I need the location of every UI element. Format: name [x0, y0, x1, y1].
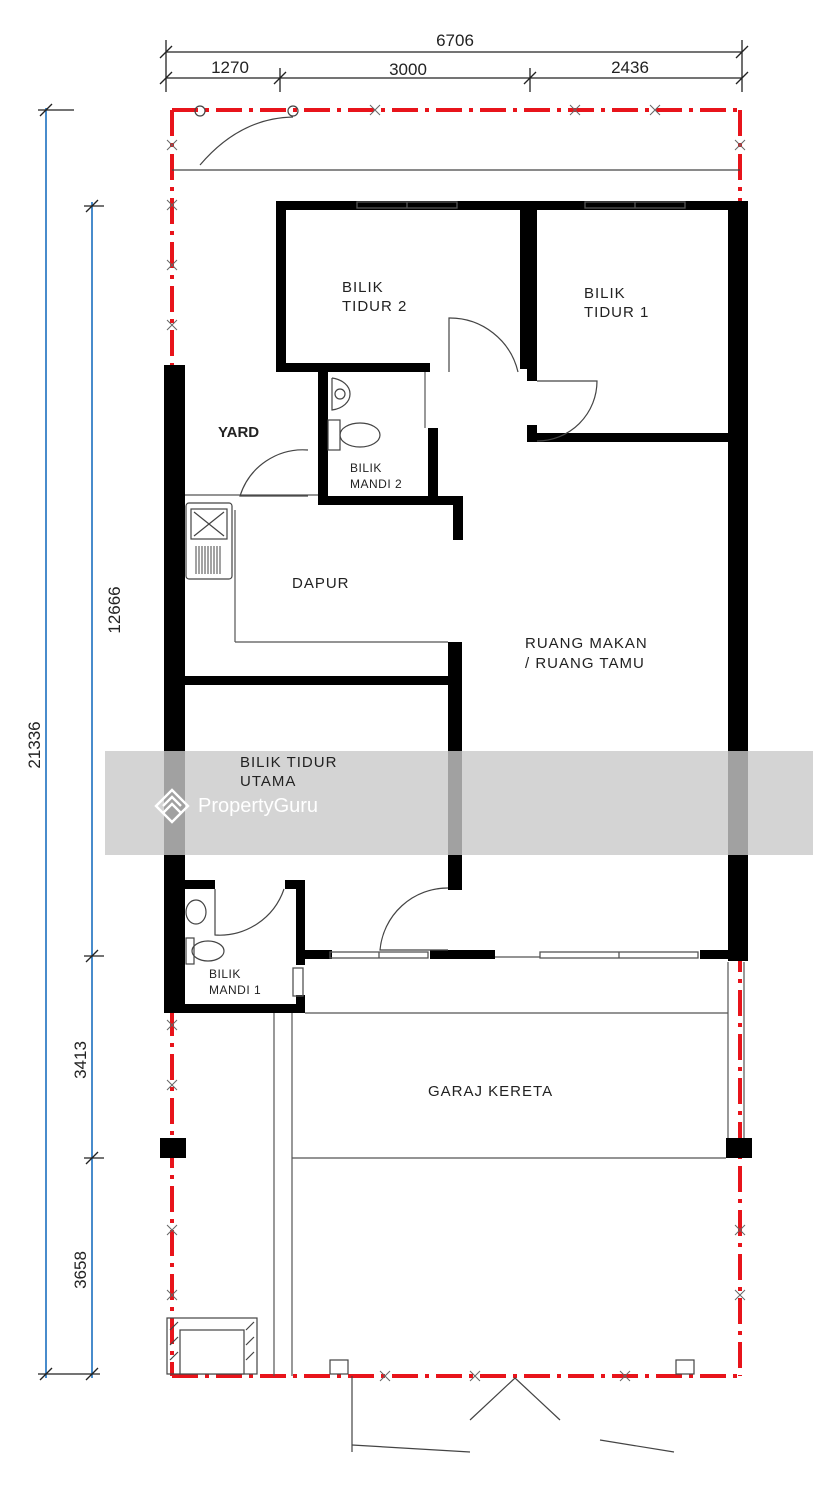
- label-bilik-mandi-1-line1: BILIK: [209, 967, 241, 981]
- boundary-markers: [166, 104, 746, 1382]
- interior-lines: [185, 372, 745, 1376]
- label-yard: YARD: [218, 424, 259, 441]
- bath1-fixtures: [185, 899, 225, 965]
- dim-length-porch: 3413: [71, 1041, 90, 1079]
- dim-total-width: 6706: [436, 31, 474, 50]
- dim-total-length: 21336: [25, 721, 44, 768]
- propertyguru-logo-icon: [154, 788, 190, 824]
- label-dapur: DAPUR: [292, 575, 350, 592]
- label-bilik-tidur-utama-line1: BILIK TIDUR: [240, 754, 337, 771]
- label-garaj-kereta: GARAJ KERETA: [428, 1083, 553, 1100]
- label-bilik-mandi-2-line2: MANDI 2: [350, 477, 402, 491]
- dim-length-front: 3658: [71, 1251, 90, 1289]
- label-bilik-mandi-2-line1: BILIK: [350, 461, 382, 475]
- bath2-fixtures: [327, 377, 381, 451]
- label-bilik-mandi-1-line2: MANDI 1: [209, 983, 261, 997]
- top-dimensions: [159, 40, 749, 92]
- dim-width-2: 3000: [389, 60, 427, 79]
- front-gate: [172, 105, 740, 171]
- dim-width-1: 1270: [211, 58, 249, 77]
- label-bilik-tidur-2-line2: TIDUR 2: [342, 298, 407, 315]
- label-bilik-tidur-1-line1: BILIK: [584, 285, 626, 302]
- label-ruang-makan-line2: / RUANG TAMU: [525, 655, 645, 672]
- kitchen-sink: [185, 502, 233, 580]
- dim-width-3: 2436: [611, 58, 649, 77]
- doors: [214, 317, 675, 1453]
- left-dimensions: [38, 103, 104, 1381]
- walls: [160, 201, 752, 1158]
- dim-length-building: 12666: [105, 586, 124, 633]
- label-bilik-tidur-2-line1: BILIK: [342, 279, 384, 296]
- gate-post-right: [675, 1359, 695, 1375]
- meter-box: [166, 1317, 258, 1375]
- fixtures: [166, 377, 695, 1375]
- label-bilik-tidur-utama-line2: UTAMA: [240, 773, 296, 790]
- windows: [292, 201, 699, 997]
- label-ruang-makan-line1: RUANG MAKAN: [525, 635, 648, 652]
- label-bilik-tidur-1-line2: TIDUR 1: [584, 304, 649, 321]
- watermark-brand: PropertyGuru: [198, 795, 318, 817]
- gate-post-left: [329, 1359, 349, 1375]
- watermark: BILIK TIDUR UTAMA PropertyGuru: [105, 751, 813, 855]
